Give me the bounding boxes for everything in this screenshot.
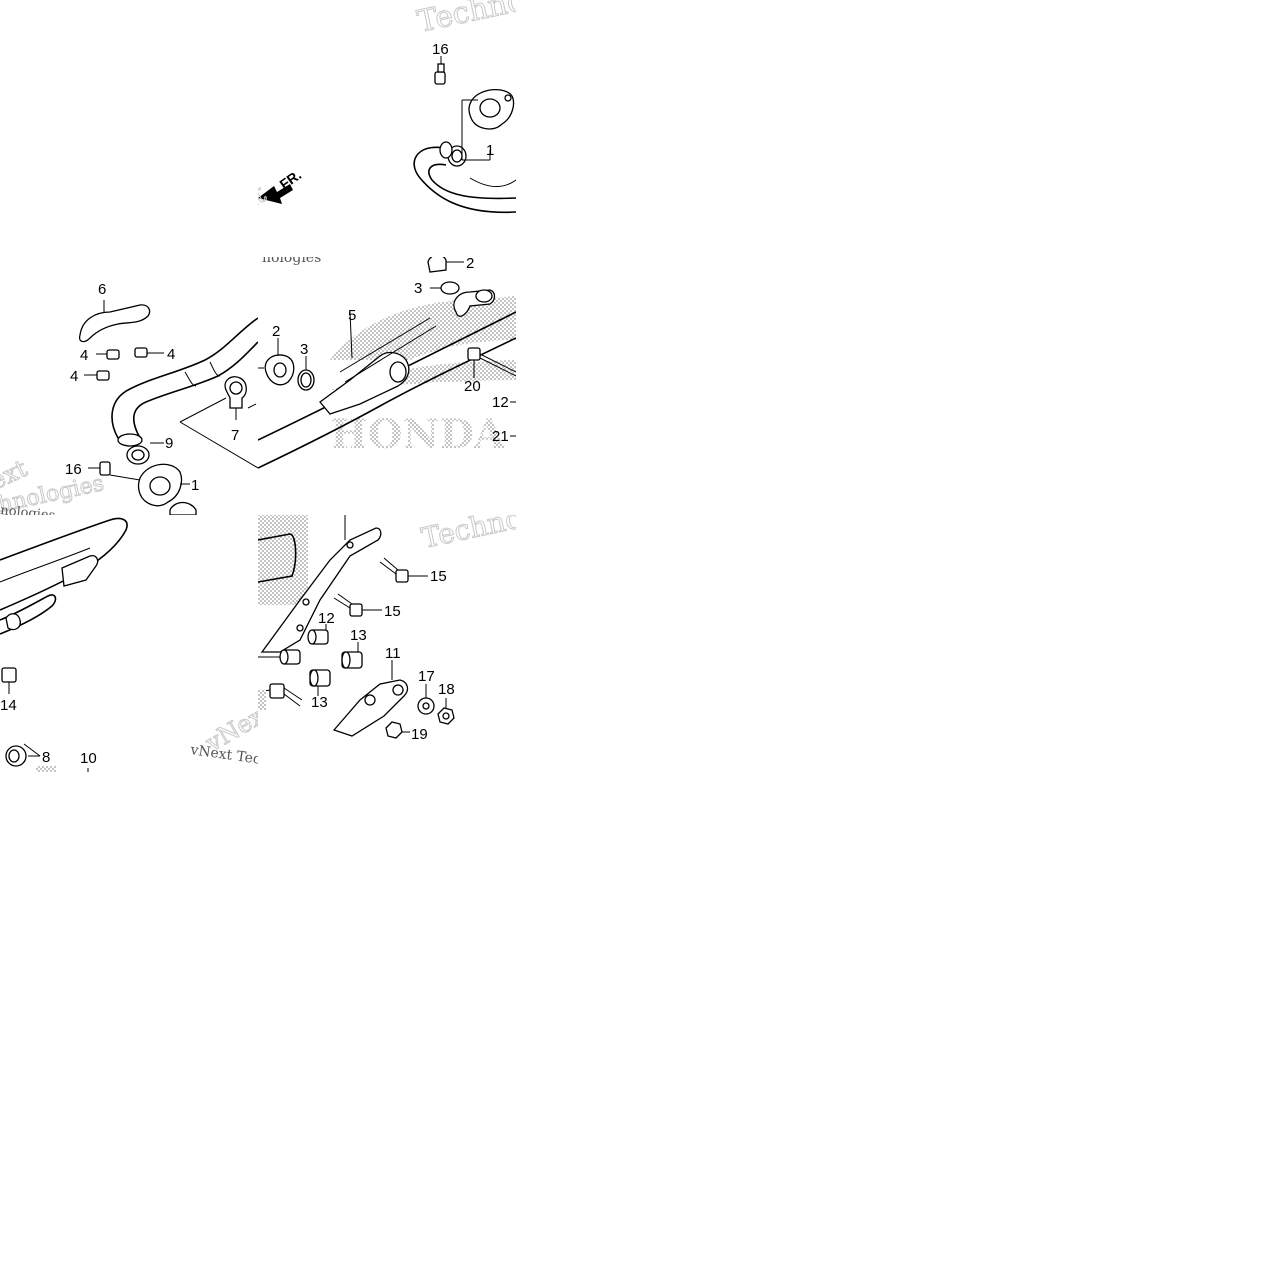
clip-fastener xyxy=(84,347,164,381)
callout-11: 11 xyxy=(385,645,401,662)
callout-4-c: 4 xyxy=(70,368,78,385)
honda-watermark: HONDA xyxy=(330,296,516,458)
bolt-14 xyxy=(1,667,17,694)
callout-17: 17 xyxy=(418,668,435,685)
gasket-ring-top xyxy=(440,281,460,295)
tile-bottom-right: Technologies 15 15 12 xyxy=(258,484,607,743)
callout-14: 14 xyxy=(0,697,17,714)
callout-20: 20 xyxy=(464,378,481,395)
nut-19 xyxy=(385,721,410,739)
stud-bolt-lower xyxy=(99,461,111,476)
callout-7: 7 xyxy=(231,427,239,444)
bolt-15-upper xyxy=(379,557,428,583)
callout-12-right: 12 xyxy=(492,394,509,411)
callout-19: 19 xyxy=(411,726,428,743)
tile-top-right: Technologies 16 1 FR. vNext xyxy=(188,0,615,245)
callout-21: 21 xyxy=(492,428,509,445)
callout-13-lower: 13 xyxy=(311,694,328,711)
callout-1-top: 1 xyxy=(486,142,494,159)
watermark-vnext-tech-bl: vNext Technologies xyxy=(188,742,329,777)
callout-6: 6 xyxy=(98,281,106,298)
collar-13 xyxy=(309,642,363,696)
muffler-bracket xyxy=(260,527,382,653)
stud-bolt xyxy=(434,71,446,85)
callout-5: 5 xyxy=(348,307,356,324)
collar-8 xyxy=(5,743,41,767)
callout-18: 18 xyxy=(438,681,455,698)
callout-4-b: 4 xyxy=(167,346,175,363)
watermark-vnext-tr: vNext xyxy=(188,179,272,245)
collar-12 xyxy=(258,624,329,665)
pipe-clamp-top xyxy=(427,257,464,273)
pipe-clamp-middle xyxy=(258,338,295,386)
watermark-nologies-mr: nologies xyxy=(262,250,321,266)
callout-12-bottom: 12 xyxy=(318,610,335,627)
callout-8: 8 xyxy=(42,749,50,766)
callout-15-upper: 15 xyxy=(430,568,447,585)
callout-9: 9 xyxy=(165,435,173,452)
nut-18 xyxy=(437,698,455,725)
callout-1-lower: 1 xyxy=(191,477,199,494)
watermark-technologies-top: Technologies xyxy=(414,0,615,40)
callout-13-upper: 13 xyxy=(350,627,367,644)
callout-3-middle: 3 xyxy=(300,341,308,358)
heat-shield xyxy=(78,304,151,343)
svg-text:FR.: FR. xyxy=(277,166,305,192)
muffler-tail xyxy=(0,517,128,611)
bracket-11 xyxy=(332,660,409,737)
callout-15-lower: 15 xyxy=(384,603,401,620)
callout-16-lower: 16 xyxy=(65,461,82,478)
exhaust-pipe xyxy=(111,317,258,439)
watermark-technologies-br: Technologies xyxy=(419,484,607,555)
tile-middle-right: nologies HONDA 5 2 3 xyxy=(258,250,516,469)
bolt-15-lower xyxy=(333,593,382,617)
pipe-clamp xyxy=(224,376,257,420)
exhaust-pipe-front-bend xyxy=(413,146,516,214)
callout-2-top: 2 xyxy=(466,255,474,272)
callout-10: 10 xyxy=(80,750,97,767)
tile-middle-left: vNext Technologies 6 4 4 4 9 xyxy=(0,257,258,524)
bolt-20 xyxy=(467,347,516,378)
callout-4-a: 4 xyxy=(80,347,88,364)
svg-text:HONDA: HONDA xyxy=(330,411,506,458)
callout-3-top: 3 xyxy=(414,280,422,297)
callout-2-middle: 2 xyxy=(272,323,280,340)
watermark-nologies-ml: nologies xyxy=(0,503,56,524)
callout-16-top: 16 xyxy=(432,41,449,58)
